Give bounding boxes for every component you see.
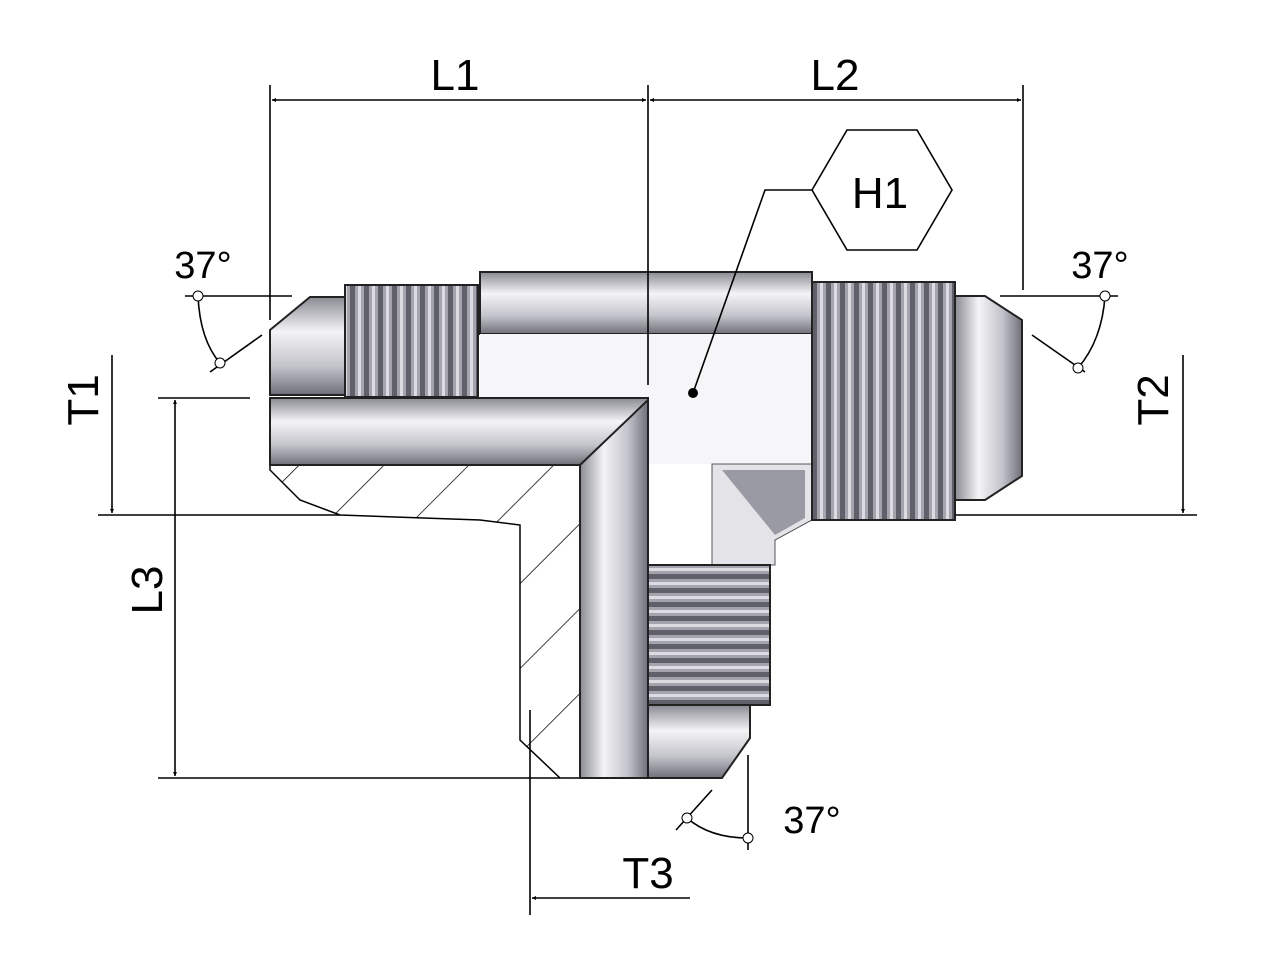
- h1-hexagon: [811, 129, 953, 251]
- dimension-label-l1: L1: [431, 51, 480, 100]
- left-thread-end: [269, 284, 479, 398]
- dimension-label-t2: T2: [1129, 374, 1178, 425]
- dimension-label-l2: L2: [811, 51, 860, 100]
- angle-label-right: 37°: [1071, 245, 1128, 287]
- dimension-lines: [98, 85, 1197, 915]
- dimension-label-t3: T3: [622, 849, 673, 898]
- angle-label-left: 37°: [174, 245, 231, 287]
- section-cut: [269, 397, 649, 779]
- dimension-label-t1: T1: [59, 374, 108, 425]
- right-thread-end: [811, 281, 1023, 521]
- angle-label-bottom: 37°: [783, 800, 840, 842]
- dimension-label-l3: L3: [123, 566, 172, 615]
- bottom-thread-end: [647, 564, 771, 779]
- hex-label-h1: H1: [852, 169, 908, 218]
